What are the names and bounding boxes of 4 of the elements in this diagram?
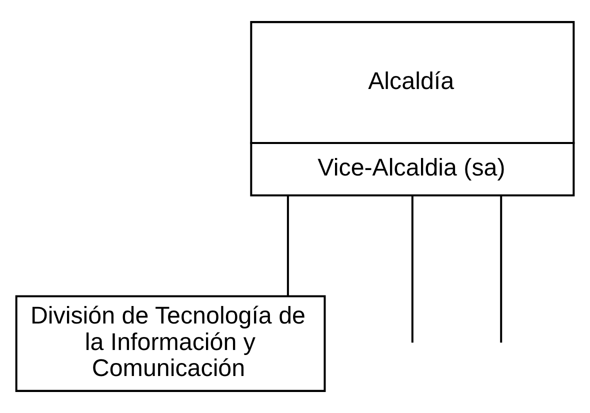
connector [286, 196, 289, 296]
connector [411, 196, 414, 343]
connector [500, 196, 502, 343]
node-box: División de Tecnología de la Información y Comunicación [15, 295, 326, 392]
